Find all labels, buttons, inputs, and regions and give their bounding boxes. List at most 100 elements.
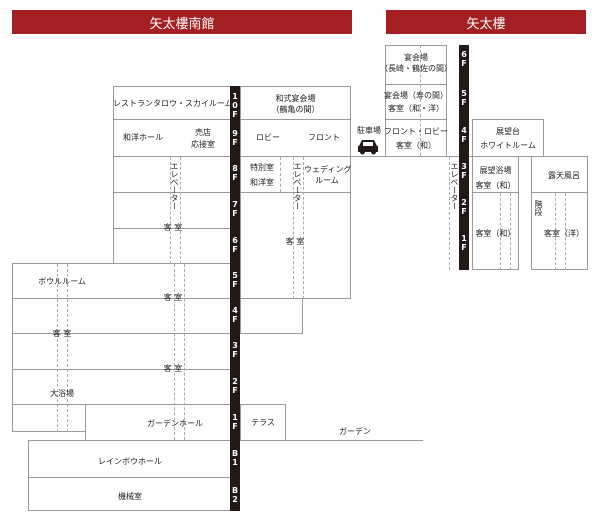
floor-10-left [113,86,231,120]
guest-rooms-mid-label: 客 室 [163,293,183,302]
garden-label: ガーデン [339,427,371,436]
machine-room-label: 機械室 [118,492,142,501]
south-lower-shaft [184,264,185,440]
floor-4-right [240,298,303,334]
car-icon [358,140,378,155]
jp-west-room-label: 和洋室 [250,178,274,187]
south-building-header: 矢太樓南館 [12,10,352,34]
front-label: フロント [308,133,340,142]
banquet-6f-label: （長崎・鶴佐の間） [380,64,452,73]
bath-label: 大浴場 [50,389,74,398]
south-lower-shaft [67,264,68,432]
front-lobby-label: フロント・ロビー [384,127,448,136]
floor-line-4 [12,298,231,299]
floor-1-terrace [240,404,286,441]
guest-rooms-upper-label: 客 室 [163,223,183,232]
terrace-label: テラス [251,418,275,427]
observation-bath-label: 客室（和） [475,181,516,190]
open-bath-label: 露天風呂 [548,171,580,180]
front-lobby-label: 客室（和） [396,141,436,150]
banquet-5f-label: 客室（和・洋） [388,104,444,113]
south-elevator-label: エレベーター [170,162,179,210]
floor-line-7 [113,192,231,193]
south-floor-bar [230,86,240,511]
main-floor-3-left [472,156,519,270]
garden-line [285,440,423,441]
right-divider-8f [280,157,281,192]
floor-b2 [28,477,231,511]
wedding-room-label: ウェディング [304,165,352,174]
guest-rooms-low-label: 客 室 [163,364,183,373]
parking-label: 駐車場 [357,126,381,135]
main-shaft [555,193,556,270]
main-floor-6 [385,45,447,85]
south-elevator-shaft [180,157,181,264]
restaurant-label: レストランタロウ・スカイルーム [113,99,233,108]
main-floor-4-right [472,119,544,157]
shop-label: 売店 [195,128,211,137]
main-floor-bar [459,45,469,270]
garden-hall-label: ガーデンホール [147,419,203,428]
banquet-5f-label: 宴会場（寿の間） [384,91,448,100]
special-room-label: 特別室 [250,163,274,172]
main-shaft [500,193,501,270]
floor-line-6 [113,228,231,229]
observatory-label: 展望台 [496,127,520,136]
main-elevator-label: エレベーター [450,162,459,210]
floor-8-5-right [240,156,351,299]
main-connector [351,156,473,157]
room-west-label: 客室（洋） [544,229,584,238]
main-shaft [565,193,566,270]
stairs-label: 階段 [534,200,543,216]
bowl-room-label: ボウルルーム [38,277,86,286]
main-floor-line-2 [472,192,519,193]
lobby-label: ロビー [256,133,280,142]
western-hall-label: 和洋ホール [123,133,163,142]
south-lower-shaft [57,264,58,432]
room-jp-label: 客室（和） [475,229,516,238]
main-building-header: 矢太樓 [386,10,586,34]
main-floor-5 [385,84,447,120]
guest-rooms-left-label: 客 室 [52,329,72,338]
main-floor-3-right [531,156,588,270]
main-floor-4-left [385,119,447,157]
main-divider [420,45,421,156]
floor-10-right [240,86,351,120]
south-elevator-shaft [170,157,171,264]
south-right-elevator-label: エレベーター [293,162,302,210]
floor-1-left-low [12,404,86,432]
wedding-room-label: ルーム [315,176,339,185]
observation-bath-label: 展望浴場 [479,166,512,175]
south-right-elevator-shaft [293,157,294,299]
rainbow-hall-label: レインボウホール [98,457,162,466]
banquet-6f-label: 宴会場 [404,53,428,62]
floor-line-8-right [240,192,351,193]
reception-room-label: 応接室 [191,140,215,149]
banquet-10f-label: （鶴亀の間） [271,105,320,114]
south-right-elevator-shaft [303,157,304,299]
floor-9-left [113,119,231,157]
south-lower-shaft [174,264,175,440]
banquet-10f-label: 和式宴会場 [275,94,316,103]
floor-line-2 [12,369,231,370]
main-shaft [510,193,511,270]
guest-rooms-right-label: 客 室 [285,237,305,246]
